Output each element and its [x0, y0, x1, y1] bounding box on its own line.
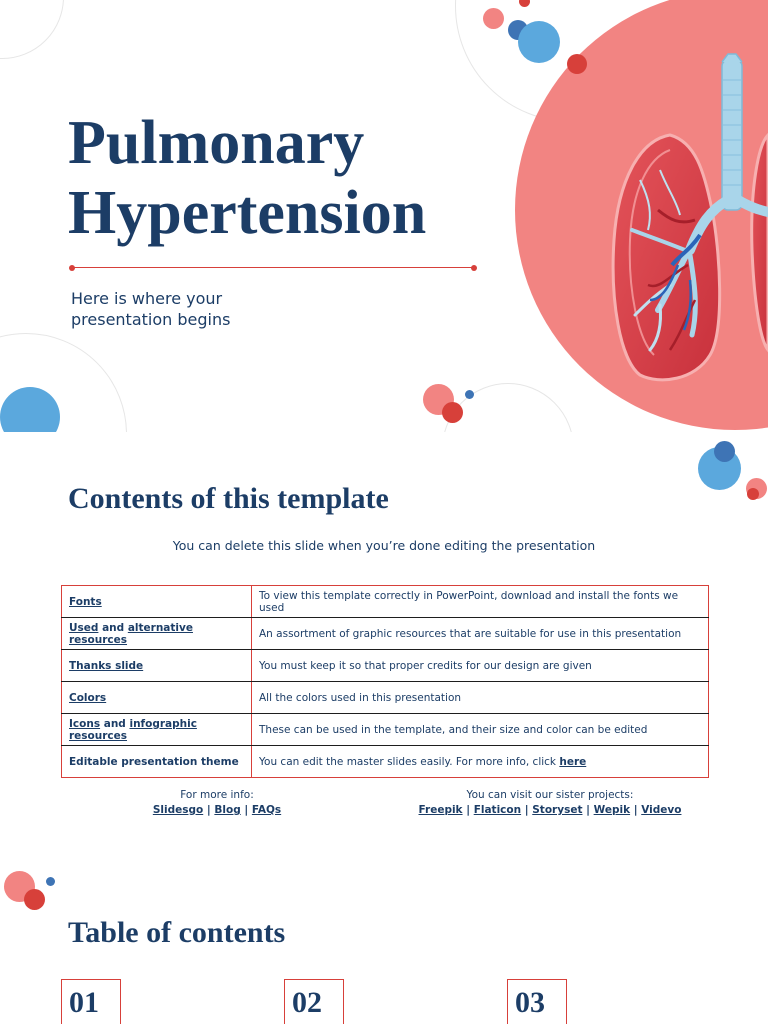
decorative-circle [567, 54, 587, 74]
decorative-circle [0, 387, 60, 432]
divider-dot-right [471, 265, 477, 271]
and-text: and [100, 717, 130, 730]
separator: | [524, 804, 529, 816]
row-key: Fonts [61, 585, 252, 618]
lungs-illustration [611, 53, 768, 382]
decorative-circle [442, 402, 463, 423]
videvo-link[interactable]: Videvo [641, 804, 682, 816]
decorative-circle [747, 488, 759, 500]
title-line-2: Hypertension [68, 179, 427, 247]
row-key: Used and alternative resources [61, 617, 252, 650]
row-key: Thanks slide [61, 649, 252, 682]
subtitle-line-2: presentation begins [71, 310, 231, 329]
slidesgo-link[interactable]: Slidesgo [152, 804, 204, 816]
decorative-circle [518, 21, 560, 63]
title-line-1: Pulmonary [68, 109, 365, 177]
table-row: Icons and infographic resources These ca… [61, 713, 709, 746]
row-key: Colors [61, 681, 252, 714]
decorative-circle [465, 390, 474, 399]
separator: | [244, 804, 249, 816]
divider-dot-left [69, 265, 75, 271]
more-info: For more info: Slidesgo | Blog | FAQs [117, 788, 317, 818]
separator: | [466, 804, 471, 816]
row-description: You can edit the master slides easily. F… [251, 745, 709, 778]
decorative-circle [483, 8, 504, 29]
contents-table: Fonts To view this template correctly in… [61, 585, 709, 778]
decorative-circle [714, 441, 735, 462]
row-key: Editable presentation theme [61, 745, 252, 778]
decorative-circle [24, 889, 45, 910]
table-row: Used and alternative resources An assort… [61, 617, 709, 650]
infographic-resources-link[interactable]: infographic resources [69, 717, 197, 742]
toc-number-1: 01 [61, 979, 121, 1024]
thanks-slide-link[interactable]: Thanks slide [69, 659, 144, 672]
decorative-circle [46, 877, 55, 886]
table-row: Fonts To view this template correctly in… [61, 585, 709, 618]
used-link[interactable]: Used [69, 621, 99, 634]
sister-projects: You can visit our sister projects: Freep… [400, 788, 700, 818]
row-description: All the colors used in this presentation [251, 681, 709, 714]
subtitle-line-1: Here is where your [71, 289, 223, 308]
colors-link[interactable]: Colors [69, 691, 107, 704]
decorative-ring [0, 0, 64, 59]
cover-slide: Pulmonary Hypertension Here is where you… [0, 0, 768, 432]
blog-link[interactable]: Blog [214, 804, 241, 816]
row-description: An assortment of graphic resources that … [251, 617, 709, 650]
toc-slide: Table of contents 01 02 03 [0, 864, 768, 1024]
freepik-link[interactable]: Freepik [418, 804, 463, 816]
storyset-link[interactable]: Storyset [532, 804, 583, 816]
row-description: You must keep it so that proper credits … [251, 649, 709, 682]
table-row: Editable presentation theme You can edit… [61, 745, 709, 778]
faqs-link[interactable]: FAQs [251, 804, 282, 816]
separator: | [206, 804, 211, 816]
separator: | [633, 804, 638, 816]
sister-projects-label: You can visit our sister projects: [466, 789, 634, 801]
presentation-subtitle: Here is where your presentation begins [71, 288, 311, 330]
table-row: Thanks slide You must keep it so that pr… [61, 649, 709, 682]
flaticon-link[interactable]: Flaticon [473, 804, 522, 816]
sister-projects-links: Freepik | Flaticon | Storyset | Wepik | … [400, 803, 700, 818]
row-description: These can be used in the template, and t… [251, 713, 709, 746]
presentation-title: Pulmonary Hypertension [68, 108, 426, 248]
more-info-links: Slidesgo | Blog | FAQs [117, 803, 317, 818]
toc-title: Table of contents [68, 916, 286, 949]
and-text: and [98, 621, 128, 634]
decorative-circle [519, 0, 530, 7]
row-description: To view this template correctly in Power… [251, 585, 709, 618]
icons-link[interactable]: Icons [69, 717, 101, 730]
contents-slide: Contents of this template You can delete… [0, 432, 768, 864]
fonts-link[interactable]: Fonts [69, 595, 102, 608]
contents-note: You can delete this slide when you’re do… [172, 538, 596, 553]
row-key: Icons and infographic resources [61, 713, 252, 746]
wepik-link[interactable]: Wepik [593, 804, 631, 816]
table-row: Colors All the colors used in this prese… [61, 681, 709, 714]
alternative-resources-link[interactable]: alternative resources [69, 621, 193, 646]
contents-title: Contents of this template [68, 482, 389, 515]
row-description-text: You can edit the master slides easily. F… [259, 755, 560, 768]
more-info-label: For more info: [180, 789, 254, 801]
title-divider [72, 267, 474, 268]
here-link[interactable]: here [559, 755, 587, 768]
separator: | [586, 804, 590, 816]
toc-number-2: 02 [284, 979, 344, 1024]
toc-number-3: 03 [507, 979, 567, 1024]
